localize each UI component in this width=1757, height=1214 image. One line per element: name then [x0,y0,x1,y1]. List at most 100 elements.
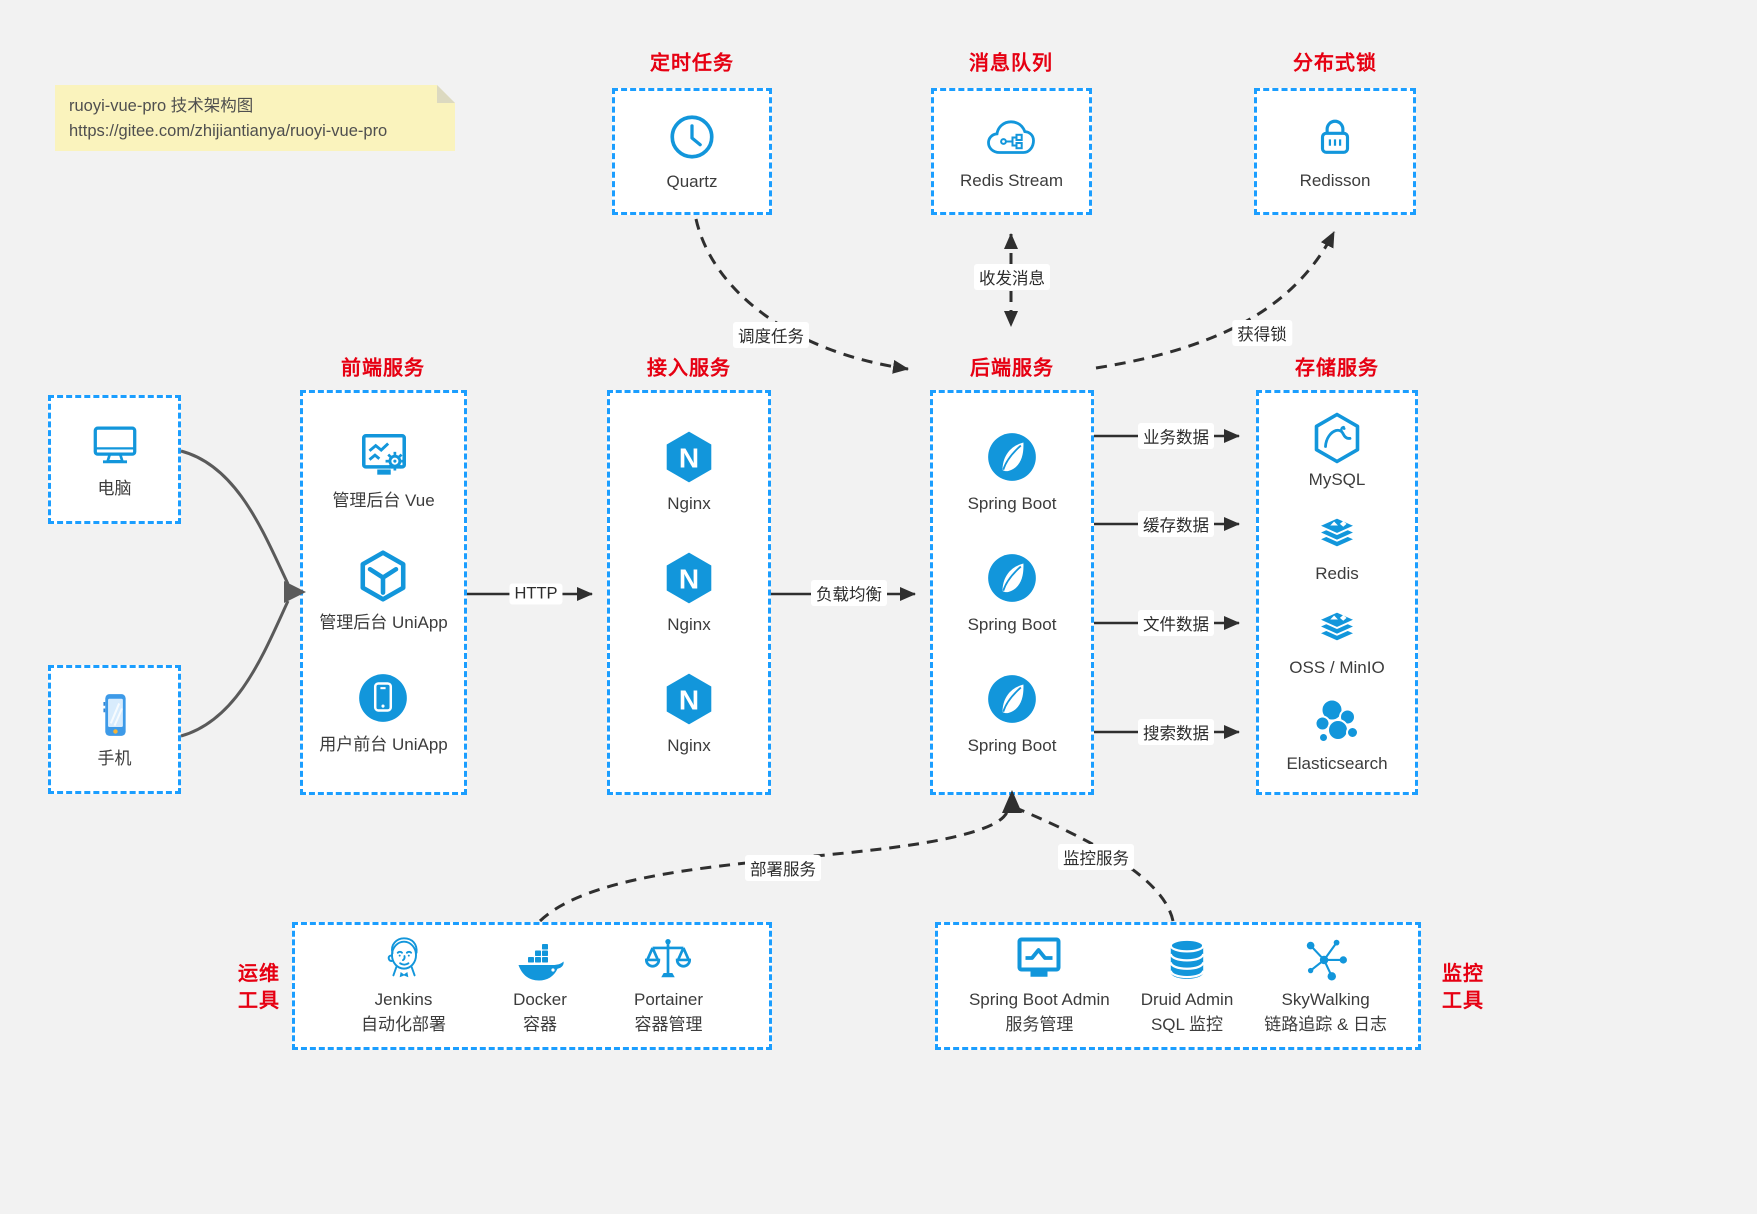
edge-computer-to-frontend [180,449,290,585]
druid-name: Druid Admin [1140,990,1234,1010]
gateway-item-nginx-2: N Nginx [661,550,717,635]
phone-item: 手机 [90,690,140,769]
spring-icon [984,550,1040,606]
spring-boot-admin-icon [1012,934,1066,984]
svg-text:N: N [679,442,699,473]
monitor-item-skywalking: SkyWalking 链路追踪 & 日志 [1264,934,1387,1037]
lock-icon [1310,112,1360,162]
jenkins-name: Jenkins [374,990,433,1010]
skywalking-desc: 链路追踪 & 日志 [1264,1015,1388,1034]
backend-item-spring-2: Spring Boot [967,550,1057,635]
backend-item-spring-3: Spring Boot [968,671,1056,756]
nginx-icon: N [661,671,717,727]
edge-label-business-data: 业务数据 [1138,423,1214,449]
edge-label-lock: 获得锁 [1232,320,1292,346]
spring-boot-label: Spring Boot [967,614,1057,634]
uniapp-cube-icon [355,548,411,604]
storage-item-elasticsearch: Elasticsearch [1286,696,1388,774]
frontend-item-label: 管理后台 UniApp [319,612,448,632]
monitor-item-druid: Druid Admin SQL 监控 [1140,934,1234,1037]
nginx-label: Nginx [667,493,711,513]
elasticsearch-label: Elasticsearch [1286,754,1388,774]
edge-label-schedule: 调度任务 [733,322,809,348]
smartphone-icon [90,690,140,740]
storage-item-mysql: MySQL [1308,410,1366,490]
edge-label-message: 收发消息 [974,264,1050,290]
quartz-item: Quartz [666,111,718,192]
frontend-item-user-uniapp: 用户前台 UniApp [319,670,448,755]
nginx-icon: N [661,550,717,606]
skywalking-name: SkyWalking [1281,990,1370,1010]
druid-db-icon [1162,934,1212,984]
computer-label: 电脑 [97,478,132,498]
edge-lock-line [1095,231,1336,370]
storage-item-oss-minio: OSS / MinIO [1289,602,1385,678]
title-scheduled-task: 定时任务 [650,52,734,75]
nginx-label: Nginx [667,614,711,634]
redisson-label: Redisson [1299,170,1371,190]
mysql-label: MySQL [1308,470,1366,490]
jenkins-icon [378,934,430,984]
ops-item-jenkins: Jenkins 自动化部署 [361,934,446,1037]
title-ops-tools: 运维 工具 [233,961,285,1015]
message-queue-box: Redis Stream [931,88,1092,215]
svg-text:N: N [679,563,699,594]
monitor-title-line2: 工具 [1442,990,1484,1012]
backend-box: Spring Boot Spring Boot Spring Boot [930,390,1094,795]
spring-boot-label: Spring Boot [967,493,1057,513]
frontend-item-label: 用户前台 UniApp [319,734,448,754]
edge-label-deploy: 部署服务 [745,855,821,881]
ops-title-line2: 工具 [238,990,280,1012]
title-storage: 存储服务 [1295,357,1379,380]
redis-stream-label: Redis Stream [960,170,1063,190]
cloud-stream-icon [984,112,1038,162]
phone-label: 手机 [97,748,132,768]
spring-icon [984,429,1040,485]
note-fold-corner [437,85,455,103]
monitor-tools-box: Spring Boot Admin 服务管理 Druid Admin SQL 监… [935,922,1421,1050]
edge-phone-to-frontend [180,600,290,738]
ops-title-line1: 运维 [238,963,280,985]
docker-desc: 容器 [522,1015,557,1034]
nginx-icon: N [661,429,717,485]
edge-label-file-data: 文件数据 [1138,610,1214,636]
mysql-icon [1310,410,1364,464]
svg-text:N: N [679,684,699,715]
computer-item: 电脑 [89,420,141,499]
title-frontend: 前端服务 [341,357,425,380]
backend-item-spring-1: Spring Boot [967,429,1057,514]
user-uniapp-icon [355,670,411,726]
skywalking-graph-icon [1300,934,1352,984]
redisson-item: Redisson [1299,112,1371,191]
monitor-item-sb-admin: Spring Boot Admin 服务管理 [969,934,1110,1037]
title-message-queue: 消息队列 [969,52,1053,75]
spring-icon [984,671,1040,727]
gateway-box: N Nginx N Nginx N Nginx [607,390,771,795]
clock-icon [666,111,718,163]
frontend-item-admin-uniapp: 管理后台 UniApp [319,548,448,633]
ops-item-docker: Docker 容器 [512,934,568,1037]
redis-stack-icon [1311,602,1363,652]
redis-stack-icon [1311,508,1363,558]
portainer-scales-icon [642,934,694,984]
druid-desc: SQL 监控 [1150,1015,1224,1034]
desktop-icon [89,420,141,470]
title-note: ruoyi-vue-pro 技术架构图 https://gitee.com/zh… [55,85,455,151]
quartz-label: Quartz [666,171,718,191]
gateway-item-nginx-1: N Nginx [661,429,717,514]
jenkins-desc: 自动化部署 [361,1015,446,1034]
frontend-item-label: 管理后台 Vue [332,490,435,510]
redis-label: Redis [1315,564,1359,584]
monitor-title-line1: 监控 [1442,963,1484,985]
title-gateway: 接入服务 [647,357,731,380]
portainer-name: Portainer [634,990,703,1010]
elasticsearch-icon [1310,696,1364,748]
ops-item-portainer: Portainer 容器管理 [634,934,703,1037]
gateway-item-nginx-3: N Nginx [661,671,717,756]
note-title: ruoyi-vue-pro 技术架构图 [69,97,254,115]
sb-admin-name: Spring Boot Admin [968,990,1110,1010]
edge-label-load-balance: 负载均衡 [811,580,887,606]
admin-vue-icon [356,430,412,482]
